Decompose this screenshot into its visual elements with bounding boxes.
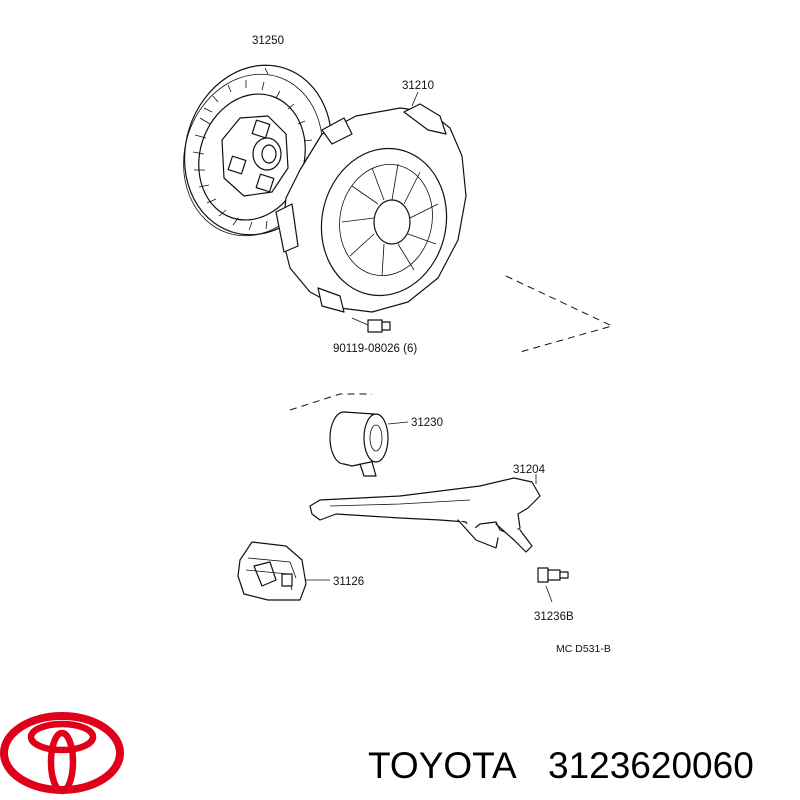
diagram-code: MC D531-B — [556, 643, 611, 655]
bolt — [351, 317, 391, 333]
release-fork — [309, 474, 541, 553]
pressure-plate — [275, 91, 467, 313]
label-31236b: 31236B — [534, 611, 574, 623]
alignment-lines — [289, 275, 614, 411]
fork-boot — [237, 541, 330, 601]
label-31126: 31126 — [333, 576, 364, 588]
label-bolt: 90119-08026 (6) — [333, 343, 417, 355]
fork-pivot — [537, 567, 569, 603]
toyota-logo — [0, 712, 124, 795]
release-bearing — [329, 411, 409, 477]
part-number: 3123620060 — [548, 745, 754, 786]
label-31250: 31250 — [252, 35, 284, 47]
label-31204: 31204 — [513, 464, 546, 476]
label-31210: 31210 — [402, 80, 434, 92]
label-31230: 31230 — [411, 417, 443, 429]
brand-name: TOYOTA — [368, 745, 517, 786]
